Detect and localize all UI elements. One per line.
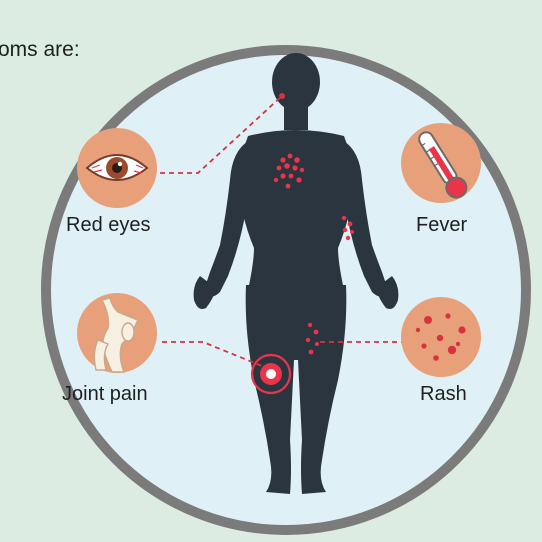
label-red-eyes: Red eyes <box>66 214 151 237</box>
label-rash: Rash <box>420 383 467 406</box>
knee-joint-icon <box>77 293 157 373</box>
rash-skin-icon <box>401 297 481 377</box>
label-fever: Fever <box>416 214 467 237</box>
heading-text: oms are: <box>0 38 80 62</box>
thermometer-icon <box>401 123 481 203</box>
eye-icon <box>77 128 157 208</box>
label-joint-pain: Joint pain <box>62 383 148 406</box>
